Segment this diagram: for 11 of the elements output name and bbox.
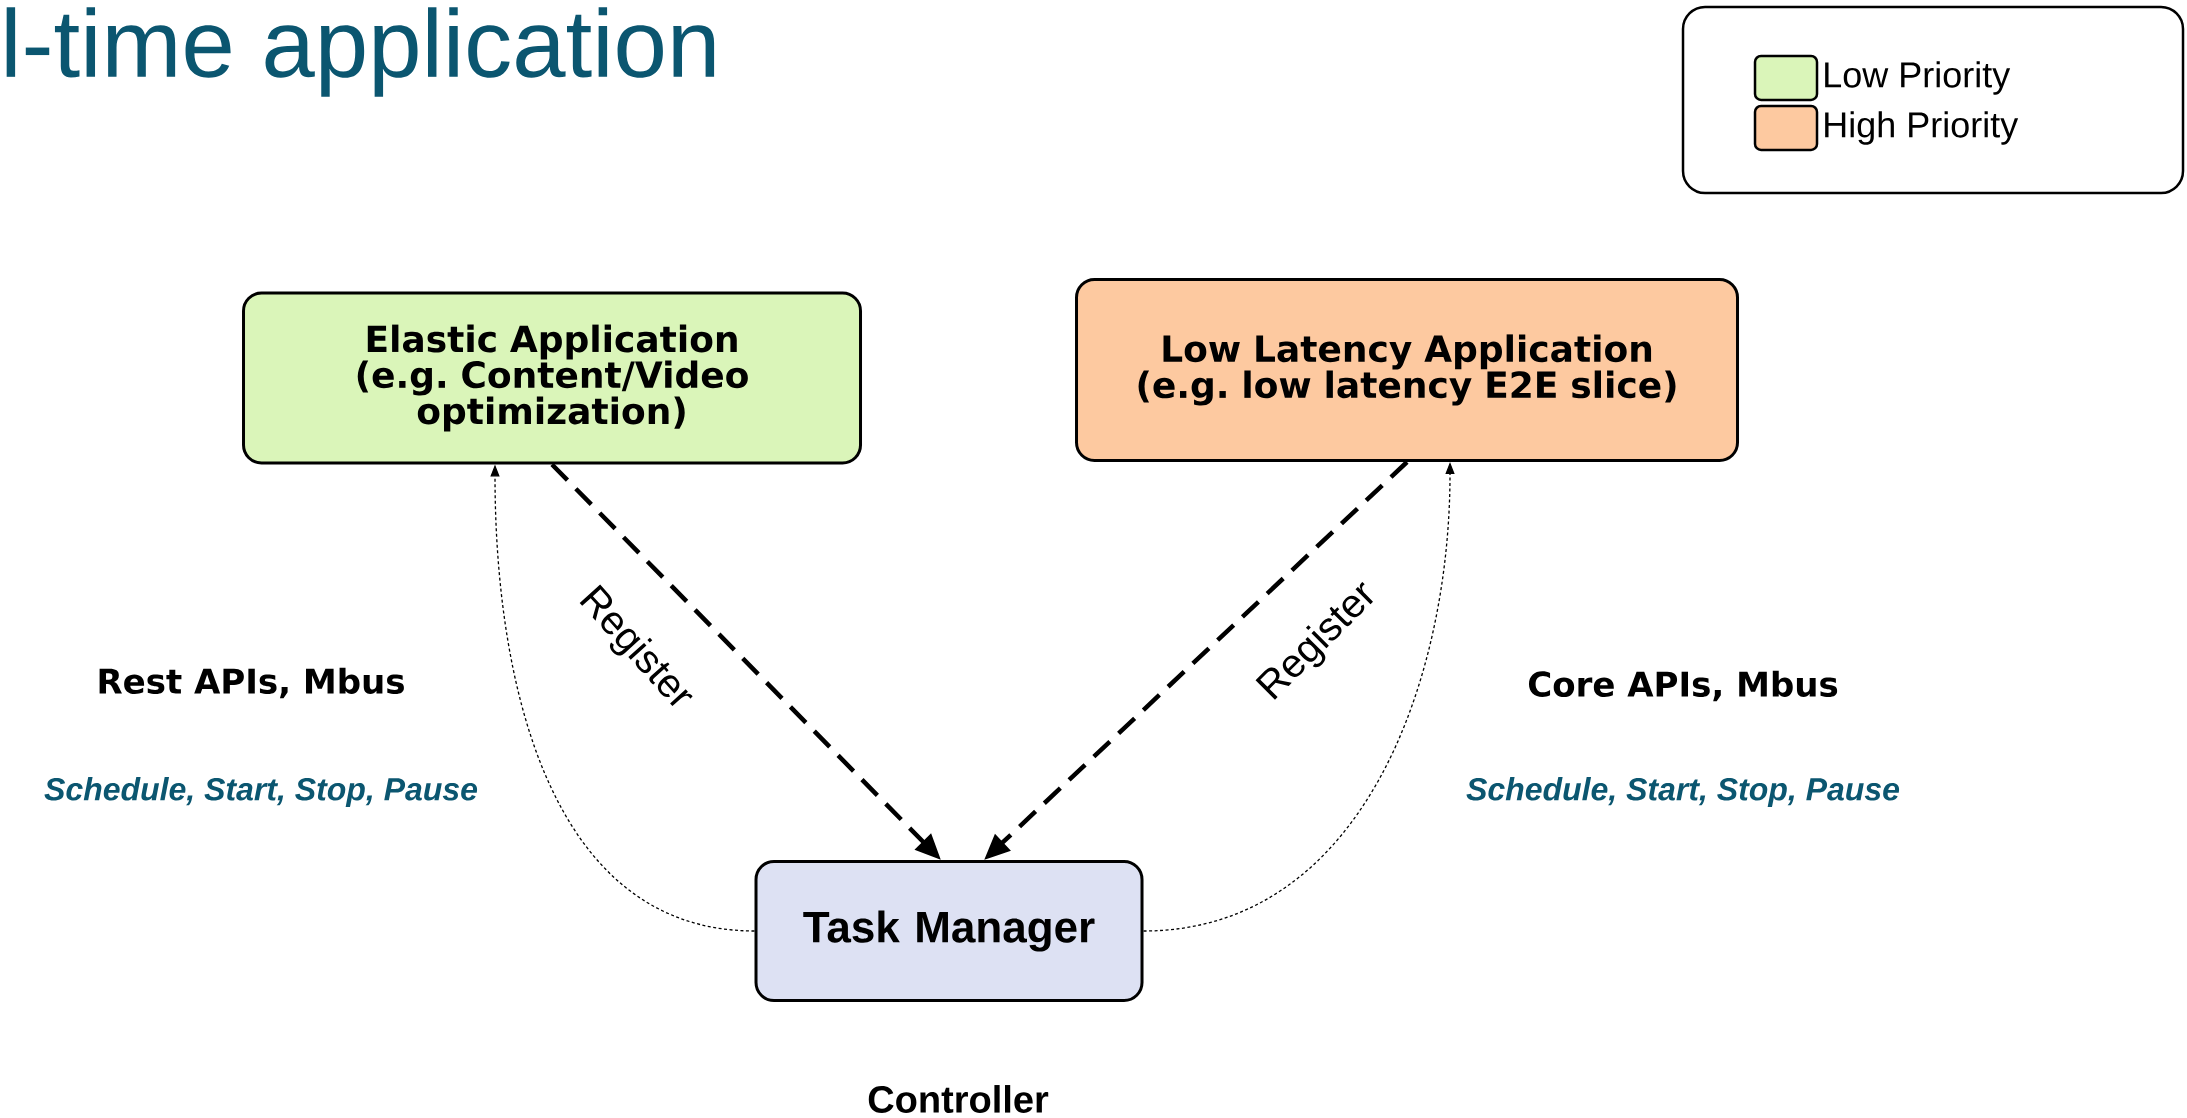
legend-label: Low Priority xyxy=(1825,61,2011,95)
interface-label: Rest APIs, Mbus xyxy=(99,667,404,699)
title: l-time application xyxy=(6,7,715,97)
application-box: Elastic Application (e.g. Content/Video optimization) xyxy=(242,291,862,465)
process-box: Task Manager xyxy=(754,860,1144,1002)
operations-label: Schedule, Start, Stop, Pause xyxy=(1466,777,1900,807)
interface-label: Core APIs, Mbus xyxy=(1529,670,1838,702)
legend-label: High Priority xyxy=(1825,111,2019,145)
application-box: Low Latency Application (e.g. low latency E2E slice) xyxy=(1075,278,1739,462)
operations-label: Schedule, Start, Stop, Pause xyxy=(44,777,478,807)
controller-label: Controller xyxy=(868,1085,1049,1113)
